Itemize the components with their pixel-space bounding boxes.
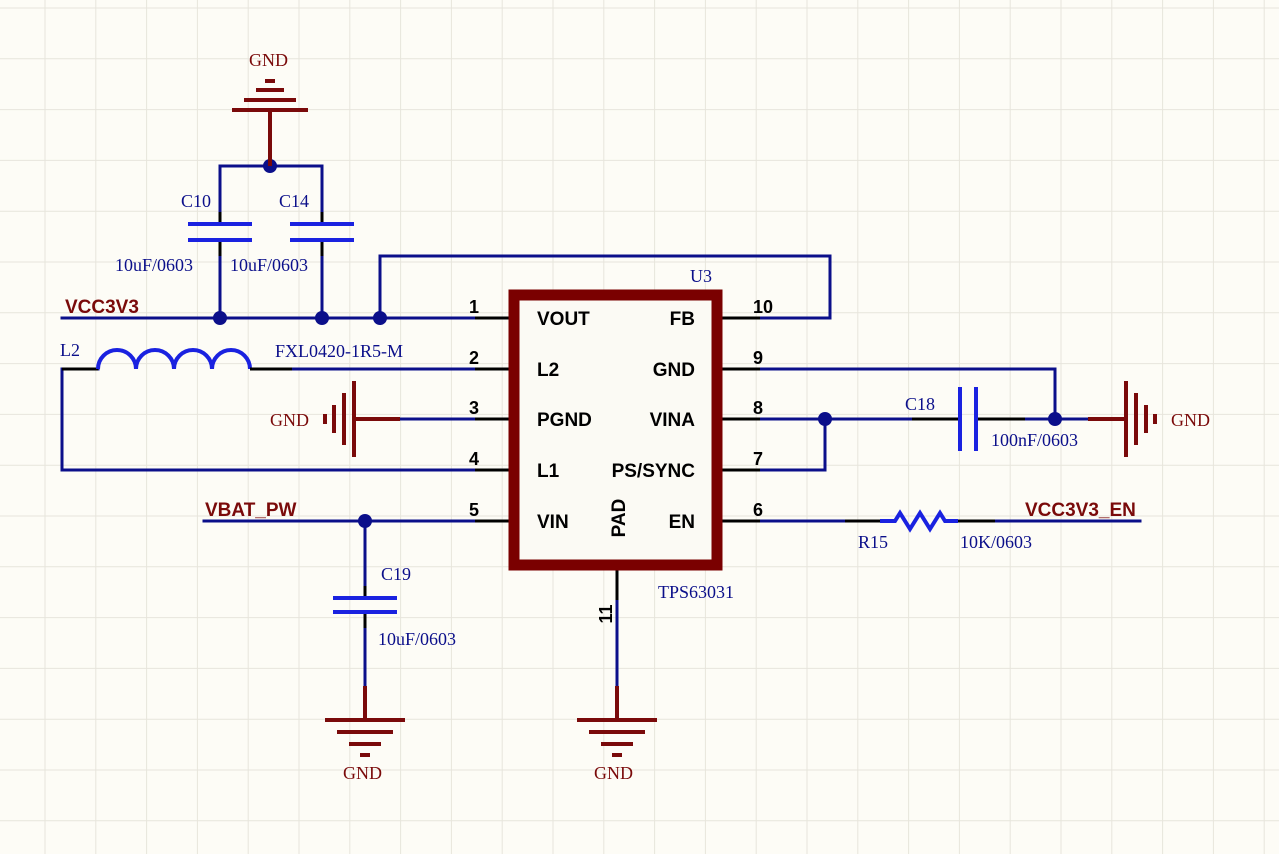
- junctions: [213, 159, 1062, 528]
- ground-symbol-pad: GND: [577, 686, 657, 783]
- pad-label: PAD: [609, 499, 630, 538]
- pin-number: 9: [753, 348, 763, 368]
- ic-part-number: TPS63031: [658, 582, 734, 602]
- pin-number: 5: [469, 500, 479, 520]
- pin-number: 6: [753, 500, 763, 520]
- pin-name-pgnd: PGND: [537, 410, 592, 431]
- pin-name-vina: VINA: [650, 410, 696, 431]
- c18-ref: C18: [905, 394, 935, 414]
- capacitor-c10[interactable]: C10 10uF/0603: [115, 191, 252, 275]
- pin-name-ps-sync: PS/SYNC: [612, 461, 696, 482]
- l2-value: FXL0420-1R5-M: [275, 341, 403, 361]
- ic-designator: U3: [690, 266, 712, 286]
- pin-number: 4: [469, 449, 479, 469]
- r15-ref: R15: [858, 532, 888, 552]
- c14-ref: C14: [279, 191, 309, 211]
- ground-symbol-pgnd: GND: [270, 381, 400, 457]
- pin-number: 2: [469, 348, 479, 368]
- c19-value: 10uF/0603: [378, 629, 456, 649]
- net-label-vcc3v3-en: VCC3V3_EN: [1025, 500, 1136, 521]
- capacitor-c14[interactable]: C14 10uF/0603: [230, 191, 354, 275]
- junction-dot: [358, 514, 372, 528]
- pin-name-l2: L2: [537, 360, 559, 381]
- c19-ref: C19: [381, 564, 411, 584]
- net-labels: VCC3V3 VBAT_PW VCC3V3_EN: [65, 297, 1136, 521]
- pin-name-gnd: GND: [653, 360, 695, 381]
- net-label-vcc3v3: VCC3V3: [65, 297, 139, 318]
- pin-number: 1: [469, 297, 479, 317]
- inductor-l2[interactable]: L2 FXL0420-1R5-M: [60, 340, 403, 371]
- junction-dot: [373, 311, 387, 325]
- c10-value: 10uF/0603: [115, 255, 193, 275]
- c18-value: 100nF/0603: [991, 430, 1078, 450]
- ic-u3[interactable]: U3 TPS63031 PAD 1 2 3 4 5 VOUT L2 PGND L…: [469, 266, 773, 624]
- junction-dot: [315, 311, 329, 325]
- gnd-label: GND: [1171, 410, 1210, 430]
- gnd-label: GND: [249, 50, 288, 70]
- r15-value: 10K/0603: [960, 532, 1032, 552]
- gnd-label: GND: [270, 410, 309, 430]
- gnd-label: GND: [343, 763, 382, 783]
- pin-name-l1: L1: [537, 461, 560, 482]
- capacitor-c19[interactable]: C19 10uF/0603: [333, 564, 456, 649]
- pin-number: 7: [753, 449, 763, 469]
- resistor-r15[interactable]: R15 10K/0603: [858, 509, 1032, 552]
- junction-dot: [818, 412, 832, 426]
- pin-number: 8: [753, 398, 763, 418]
- pin-number: 10: [753, 297, 773, 317]
- pin-number: 11: [596, 604, 616, 623]
- junction-dot: [213, 311, 227, 325]
- ground-symbol-c19: GND: [325, 686, 405, 783]
- ground-symbol-top: GND: [232, 50, 308, 166]
- pin-stubs: [218, 212, 1025, 628]
- pin-name-vin: VIN: [537, 512, 569, 533]
- gnd-label: GND: [594, 763, 633, 783]
- junction-dot: [1048, 412, 1062, 426]
- c10-ref: C10: [181, 191, 211, 211]
- capacitor-c18[interactable]: C18 100nF/0603: [905, 387, 1078, 451]
- l2-ref: L2: [60, 340, 80, 360]
- pin-name-en: EN: [669, 512, 695, 533]
- ic-body: [508, 289, 723, 571]
- pin-name-vout: VOUT: [537, 309, 590, 330]
- ground-symbol-right: GND: [1088, 381, 1210, 457]
- net-label-vbat-pw: VBAT_PW: [205, 500, 297, 521]
- c14-value: 10uF/0603: [230, 255, 308, 275]
- pin-number: 3: [469, 398, 479, 418]
- pin-name-fb: FB: [670, 309, 695, 330]
